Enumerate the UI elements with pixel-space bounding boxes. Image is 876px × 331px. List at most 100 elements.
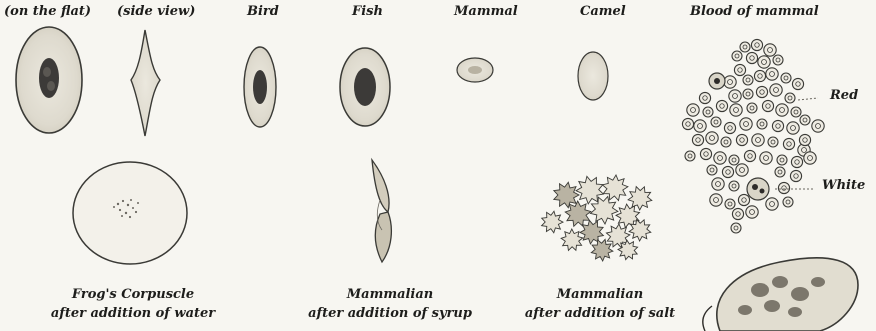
partial-corpuscle-corner (703, 258, 858, 331)
bird-corpuscle (244, 47, 276, 127)
nucleus (354, 68, 376, 106)
red-corpuscle (729, 155, 739, 165)
red-corpuscle (700, 148, 711, 159)
red-corpuscle (738, 194, 749, 205)
mammal-corpuscle (457, 58, 493, 82)
red-corpuscle (685, 151, 695, 161)
red-corpuscle (743, 89, 753, 99)
caption-salt-line1: Mammalian (505, 285, 695, 304)
red-corpuscle (730, 104, 742, 116)
red-corpuscle (706, 132, 718, 144)
label-bird: Bird (247, 4, 279, 19)
red-corpuscle (760, 152, 772, 164)
label-camel: Camel (580, 4, 626, 19)
red-corpuscle (768, 137, 778, 147)
red-corpuscle (756, 86, 767, 97)
crenated-corpuscle (561, 229, 583, 250)
red-corpuscle (792, 78, 803, 89)
red-corpuscle (729, 181, 739, 191)
red-corpuscle (790, 170, 801, 181)
crenated-corpuscle (554, 182, 579, 208)
red-corpuscle (791, 156, 802, 167)
frog-corpuscle-after-water (73, 162, 187, 264)
red-corpuscle (724, 122, 735, 133)
caption-salt-line2: after addition of salt (505, 304, 695, 323)
red-corpuscle (766, 68, 778, 80)
red-corpuscle (736, 164, 748, 176)
red-corpuscle (699, 92, 710, 103)
red-corpuscle (766, 198, 778, 210)
red-corpuscle (791, 107, 801, 117)
label-red: Red (830, 88, 858, 103)
red-corpuscle (716, 100, 727, 111)
camel-corpuscle (578, 52, 608, 100)
crenated-corpuscle (628, 187, 652, 210)
red-corpuscle (770, 84, 782, 96)
red-corpuscle (732, 208, 743, 219)
mammalian-after-syrup (372, 160, 391, 262)
crenated-corpuscle (580, 220, 603, 244)
red-corpuscle (707, 165, 717, 175)
red-corpuscle (754, 70, 765, 81)
crenated-corpuscle (618, 240, 638, 260)
red-corpuscle (714, 152, 726, 164)
red-corpuscle (747, 103, 757, 113)
label-on-the-flat: (on the flat) (4, 4, 91, 19)
caption-syrup-line2: after addition of syrup (290, 304, 490, 323)
red-corpuscle (694, 120, 706, 132)
nucleus (39, 58, 59, 98)
red-corpuscle (682, 118, 693, 129)
red-corpuscle (762, 100, 773, 111)
frog-corpuscle-flat (16, 27, 82, 133)
caption-frog-line1: Frog's Corpuscle (28, 285, 238, 304)
red-corpuscle (804, 152, 816, 164)
nucleus (253, 70, 267, 104)
red-corpuscle (799, 134, 810, 145)
red-corpuscle (724, 76, 736, 88)
label-mammal: Mammal (454, 4, 518, 19)
red-corpuscle (775, 167, 785, 177)
caption-mammalian-after-salt: Mammalian after addition of salt (505, 285, 695, 323)
red-corpuscle (781, 73, 791, 83)
frog-corpuscle-side-view (131, 30, 160, 136)
red-corpuscle (703, 107, 713, 117)
red-corpuscle (746, 52, 757, 63)
red-corpuscle (758, 56, 770, 68)
red-corpuscle (783, 138, 794, 149)
red-corpuscle (785, 93, 795, 103)
red-corpuscle (736, 134, 747, 145)
red-corpuscle (732, 51, 742, 61)
red-corpuscle (783, 197, 793, 207)
label-fish: Fish (352, 4, 383, 19)
red-corpuscle (722, 166, 733, 177)
red-corpuscle (731, 223, 741, 233)
caption-mammalian-after-syrup: Mammalian after addition of syrup (290, 285, 490, 323)
caption-frog-after-water: Frog's Corpuscle after addition of water (28, 285, 238, 323)
red-corpuscle (710, 194, 722, 206)
red-corpuscle (740, 118, 752, 130)
crenated-corpuscle (542, 211, 563, 233)
red-corpuscle (772, 120, 783, 131)
red-corpuscle (764, 44, 776, 56)
red-corpuscle (746, 206, 758, 218)
red-corpuscle (687, 104, 699, 116)
red-corpuscle (812, 120, 824, 132)
red-corpuscle (734, 64, 745, 75)
label-side-view: (side view) (117, 4, 195, 19)
crenated-corpuscle (590, 197, 618, 225)
red-corpuscle (752, 134, 764, 146)
red-corpuscle (725, 199, 735, 209)
crenated-corpuscle (591, 239, 613, 261)
red-corpuscle (776, 104, 788, 116)
red-corpuscle (729, 90, 741, 102)
red-corpuscle (743, 75, 753, 85)
red-corpuscle (751, 39, 762, 50)
caption-frog-line2: after addition of water (28, 304, 238, 323)
fish-corpuscle (340, 48, 390, 126)
label-blood-of-mammal: Blood of mammal (690, 4, 819, 19)
red-corpuscle (692, 134, 703, 145)
red-corpuscle (711, 117, 721, 127)
mammalian-after-salt (542, 175, 652, 261)
blood-of-mammal-field (682, 39, 824, 233)
